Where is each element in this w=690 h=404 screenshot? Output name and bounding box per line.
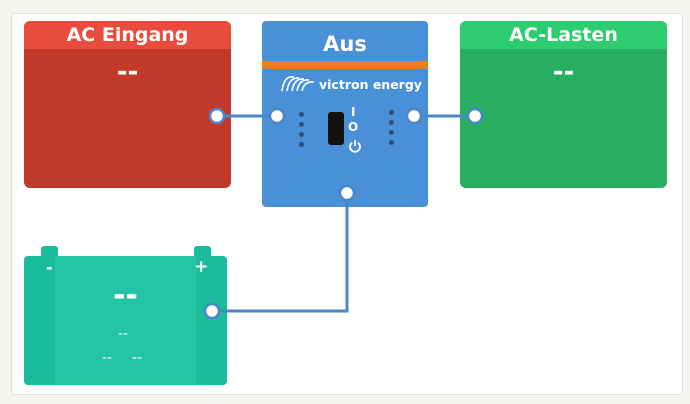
power-icon xyxy=(349,140,361,153)
battery-soc: -- xyxy=(113,278,138,313)
led-right-1 xyxy=(389,110,394,115)
inverter-tile[interactable]: Aus victron energy I O xyxy=(262,21,428,207)
switch-off-label: O xyxy=(348,120,359,134)
battery-plus-label: + xyxy=(194,257,209,277)
switch-on-label: I xyxy=(351,105,356,119)
led-left-3 xyxy=(299,132,304,137)
ac-loads-header: AC-Lasten xyxy=(460,21,667,49)
led-left-4 xyxy=(299,142,304,147)
ac-input-value: -- xyxy=(116,57,139,87)
battery-current: -- xyxy=(102,350,113,366)
ac-input-title: AC Eingang xyxy=(66,24,189,46)
battery-terminal-plus xyxy=(194,246,211,256)
ac-loads-tile[interactable]: AC-Lasten -- xyxy=(460,21,667,188)
ac-input-tile[interactable]: AC Eingang -- xyxy=(24,21,231,188)
battery-minus-label: - xyxy=(46,258,53,277)
inverter-header: Aus xyxy=(262,21,428,63)
inverter-state: Aus xyxy=(323,32,367,56)
ac-loads-title: AC-Lasten xyxy=(509,24,618,46)
ac-loads-value: -- xyxy=(552,57,575,87)
inverter-stripe xyxy=(262,61,428,69)
battery-tile[interactable]: - + -- -- -- -- xyxy=(24,256,227,385)
led-right-4 xyxy=(389,140,394,145)
led-right-2 xyxy=(389,120,394,125)
brand-name: victron energy xyxy=(319,76,422,92)
victron-logo: victron energy xyxy=(280,73,422,95)
battery-inner-panel xyxy=(55,256,196,385)
led-left-2 xyxy=(299,122,304,127)
mode-switch[interactable] xyxy=(328,112,344,145)
battery-terminal-minus xyxy=(41,246,58,256)
led-right-3 xyxy=(389,130,394,135)
battery-power: -- xyxy=(132,350,143,366)
victron-logo-icon xyxy=(281,75,315,92)
ac-input-header: AC Eingang xyxy=(24,21,231,49)
battery-voltage: -- xyxy=(118,326,129,342)
led-left-1 xyxy=(299,112,304,117)
